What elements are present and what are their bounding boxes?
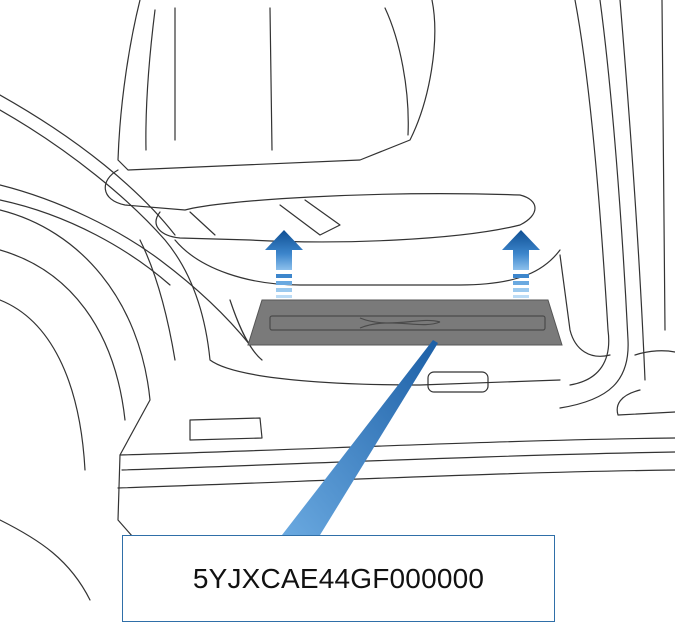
seat-back <box>117 0 436 171</box>
seat-cushion <box>104 169 561 286</box>
arrow-up-icon <box>502 230 540 298</box>
callout-leader <box>282 340 438 535</box>
arrow-up-icon <box>265 230 303 298</box>
door-frame <box>559 0 675 416</box>
vin-number: 5YJXCAE44GF000000 <box>192 562 485 594</box>
vin-callout: 5YJXCAE44GF000000 <box>122 535 555 622</box>
door-sill-area <box>0 94 611 386</box>
vin-plate <box>247 299 563 346</box>
rocker-panel <box>117 371 675 489</box>
wheel-arch <box>0 209 151 601</box>
